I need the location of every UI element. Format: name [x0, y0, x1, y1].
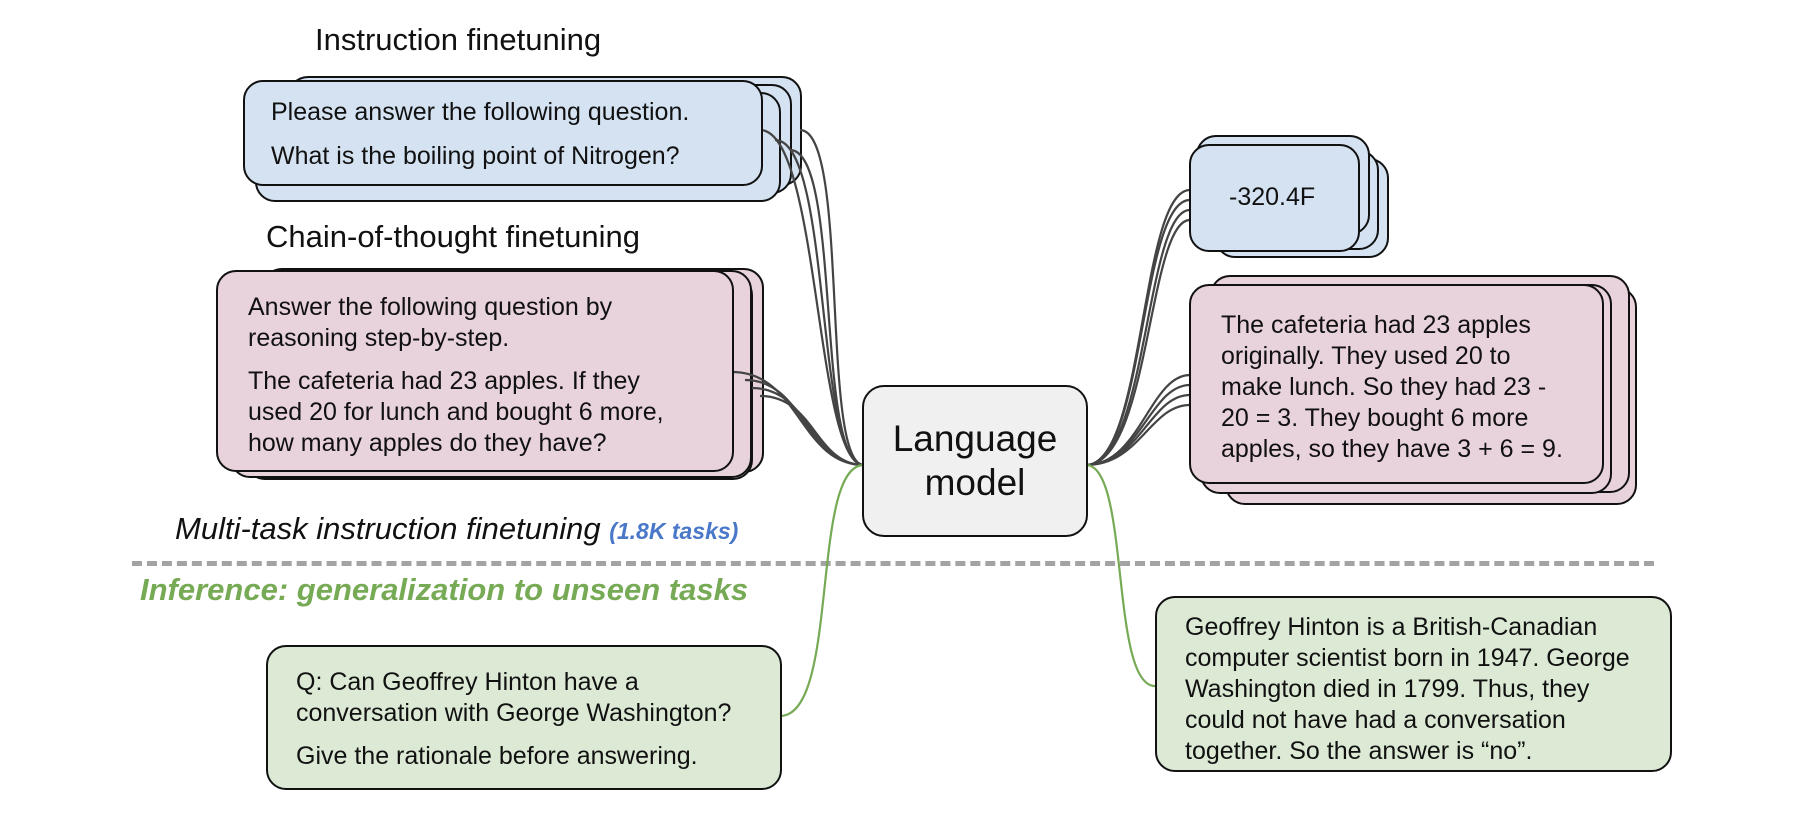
cot-output-line-2: originally. They used 20 to	[1221, 342, 1511, 370]
finetuning-inference-divider	[132, 561, 1654, 566]
connector-out-instruction-3	[1085, 208, 1191, 467]
connector-out-instruction-2	[1085, 198, 1191, 467]
cot-input-line-2: reasoning step-by-step.	[248, 324, 510, 352]
connector-cot-4	[759, 394, 865, 467]
multitask-label: Multi-task instruction finetuning (1.8K …	[175, 511, 738, 547]
inference-output-line-5: together. So the answer is “no”.	[1185, 737, 1533, 765]
connector-out-instruction-1	[1085, 188, 1191, 467]
cot-output-line-3: make lunch. So they had 23 -	[1221, 373, 1547, 401]
connector-out-cot-1	[1085, 373, 1191, 467]
multitask-label-text: Multi-task instruction finetuning	[175, 511, 601, 546]
inference-input-line-2: conversation with George Washington?	[296, 699, 732, 727]
inference-input-line-3: Give the rationale before answering.	[296, 742, 698, 770]
cot-input-card: Answer the following question by reasoni…	[216, 270, 734, 472]
instruction-input-line-2: What is the boiling point of Nitrogen?	[271, 142, 680, 170]
inference-output-line-2: computer scientist born in 1947. George	[1185, 644, 1630, 672]
language-model-label-line-2: model	[924, 462, 1026, 503]
inference-output-line-3: Washington died in 1799. Thus, they	[1185, 675, 1590, 703]
connector-out-instruction-4	[1085, 218, 1191, 467]
cot-output-card: The cafeteria had 23 apples originally. …	[1189, 284, 1604, 484]
connector-inference-input	[779, 463, 865, 718]
cot-output-line-4: 20 = 3. They bought 6 more	[1221, 404, 1529, 432]
language-model-box: Language model	[862, 385, 1088, 537]
connector-out-cot-4	[1085, 403, 1191, 467]
cot-input-line-1: Answer the following question by	[248, 293, 613, 321]
connector-out-cot-2	[1085, 383, 1191, 467]
connector-out-cot-3	[1085, 393, 1191, 467]
connector-instruction-2	[774, 138, 865, 467]
inference-output-line-1: Geoffrey Hinton is a British-Canadian	[1185, 613, 1598, 641]
cot-output-line-1: The cafeteria had 23 apples	[1221, 311, 1531, 339]
inference-output-card: Geoffrey Hinton is a British-Canadian co…	[1155, 596, 1672, 772]
language-model-label-line-1: Language	[892, 418, 1058, 459]
cot-input-line-3: The cafeteria had 23 apples. If they	[248, 367, 640, 395]
connector-instruction-3	[789, 148, 865, 467]
cot-input-line-5: how many apples do they have?	[248, 429, 607, 457]
cot-finetuning-heading: Chain-of-thought finetuning	[266, 219, 640, 254]
instruction-input-card: Please answer the following question. Wh…	[243, 80, 763, 186]
connector-inference-output	[1085, 463, 1156, 688]
connector-instruction-4	[799, 128, 865, 467]
cot-input-line-4: used 20 for lunch and bought 6 more,	[248, 398, 664, 426]
inference-input-card: Q: Can Geoffrey Hinton have a conversati…	[266, 645, 782, 790]
instruction-input-line-1: Please answer the following question.	[271, 98, 690, 126]
inference-label: Inference: generalization to unseen task…	[140, 572, 749, 607]
inference-output-line-4: could not have had a conversation	[1185, 706, 1566, 734]
inference-input-line-1: Q: Can Geoffrey Hinton have a	[296, 668, 639, 696]
cot-output-line-5: apples, so they have 3 + 6 = 9.	[1221, 435, 1563, 463]
instruction-finetuning-heading: Instruction finetuning	[315, 22, 602, 57]
instruction-output-text: -320.4F	[1229, 183, 1316, 211]
instruction-output-card: -320.4F	[1189, 144, 1360, 252]
connector-cot-3	[751, 386, 865, 467]
multitask-task-count: (1.8K tasks)	[609, 518, 739, 544]
